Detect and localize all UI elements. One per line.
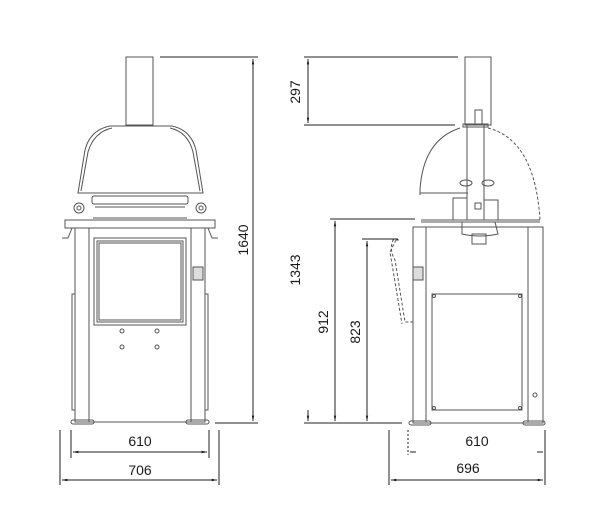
front-dimensions [59,56,258,485]
dim-front-base-inner: 610 [128,433,152,449]
dim-front-base-outer: 706 [128,462,152,478]
front-view [62,56,218,425]
dim-side-base-outer: 696 [456,460,480,476]
dim-total-height: 1640 [235,224,251,255]
dim-arm-height: 912 [315,310,331,334]
dim-side-base-inner: 610 [465,433,489,449]
dim-column-top: 297 [287,80,303,104]
dim-table-height: 1343 [287,254,303,285]
side-dimensions [304,56,546,485]
side-view [389,56,546,426]
dim-tray-height: 823 [347,320,363,344]
